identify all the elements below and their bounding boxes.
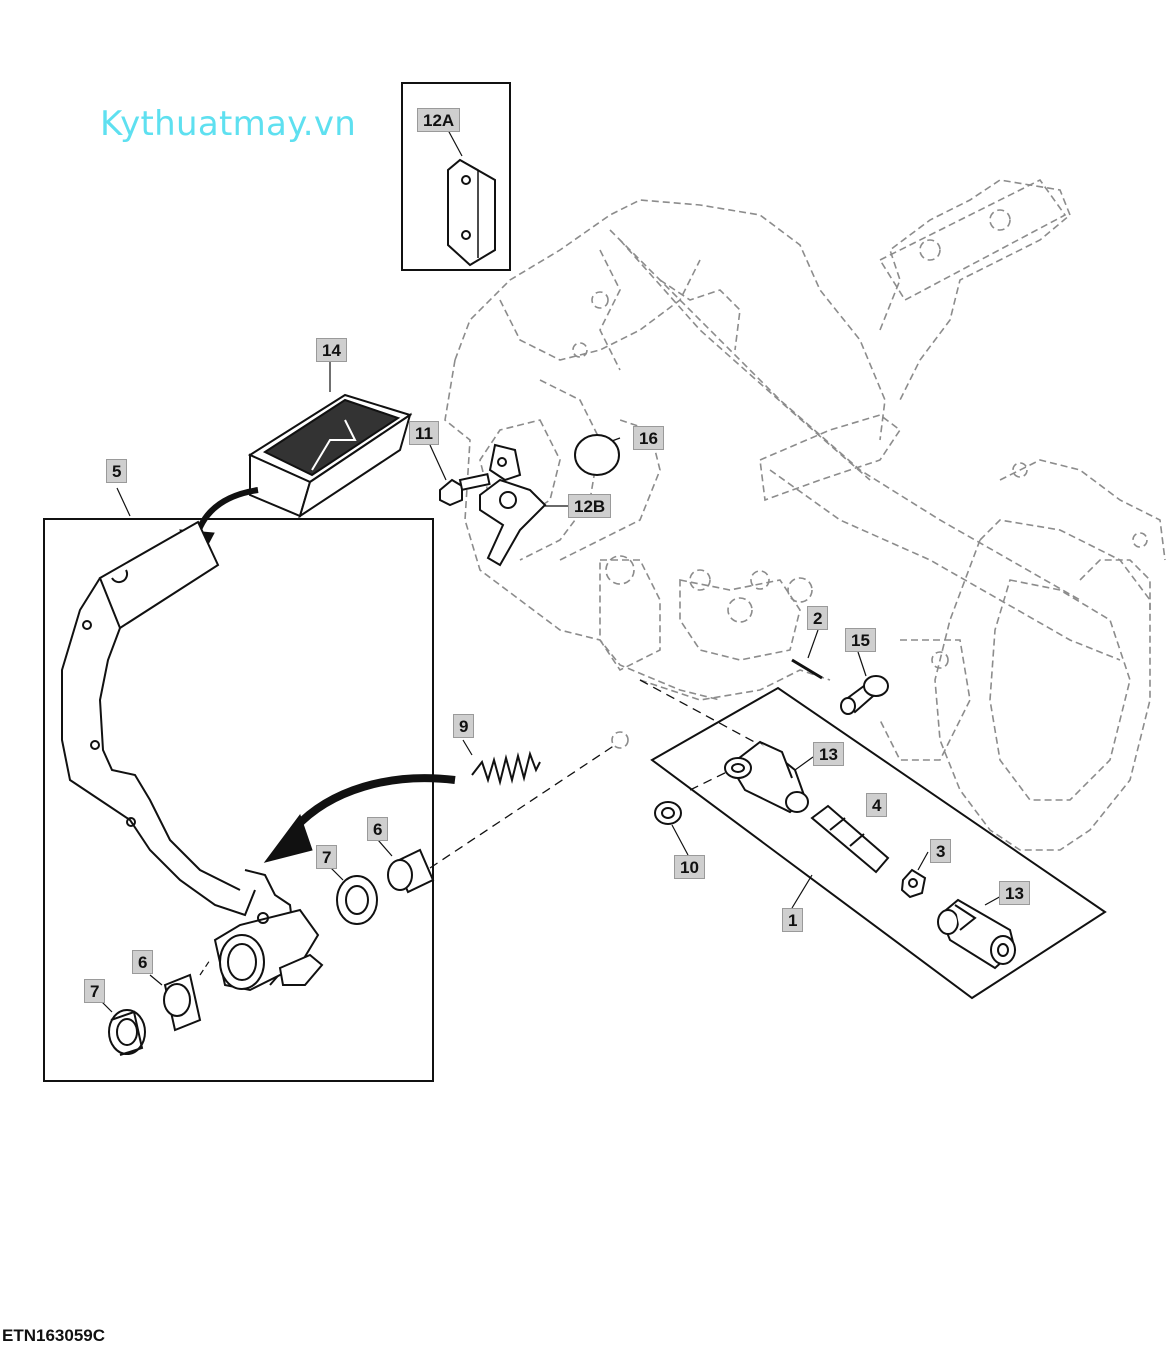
arrow-spring-to-pedal bbox=[263, 774, 456, 863]
callout-16[interactable]: 16 bbox=[633, 426, 664, 450]
transmission-housing-ghost bbox=[444, 178, 1166, 851]
callout-13-upper[interactable]: 13 bbox=[813, 742, 844, 766]
callout-1[interactable]: 1 bbox=[782, 908, 804, 932]
callout-7-lower[interactable]: 7 bbox=[84, 979, 106, 1003]
bracket-and-bolt bbox=[439, 434, 620, 567]
assembly-axis bbox=[429, 679, 761, 869]
watermark-text: Kythuatmay.vn bbox=[100, 104, 357, 144]
inset-12a bbox=[401, 82, 511, 271]
callout-15[interactable]: 15 bbox=[845, 628, 876, 652]
callout-5[interactable]: 5 bbox=[106, 459, 128, 483]
linkage-assembly bbox=[650, 658, 1107, 1000]
callout-6-upper[interactable]: 6 bbox=[367, 817, 389, 841]
callout-10[interactable]: 10 bbox=[674, 855, 705, 879]
callout-2[interactable]: 2 bbox=[807, 606, 829, 630]
callout-4[interactable]: 4 bbox=[866, 793, 888, 817]
callout-11[interactable]: 11 bbox=[409, 421, 439, 445]
callout-3[interactable]: 3 bbox=[930, 839, 952, 863]
callout-14[interactable]: 14 bbox=[316, 338, 347, 362]
figure-id: ETN163059C bbox=[2, 1326, 106, 1345]
callout-6-lower[interactable]: 6 bbox=[132, 950, 154, 974]
callout-12b[interactable]: 12B bbox=[568, 494, 612, 518]
callout-12a[interactable]: 12A bbox=[417, 108, 461, 132]
callout-13-lower[interactable]: 13 bbox=[999, 881, 1030, 905]
callout-7-upper[interactable]: 7 bbox=[316, 845, 338, 869]
callout-9[interactable]: 9 bbox=[453, 714, 475, 738]
bushing-parts bbox=[327, 839, 435, 925]
pedal-inset bbox=[43, 487, 434, 1082]
pedal-pad bbox=[247, 345, 413, 519]
spring bbox=[462, 739, 541, 786]
